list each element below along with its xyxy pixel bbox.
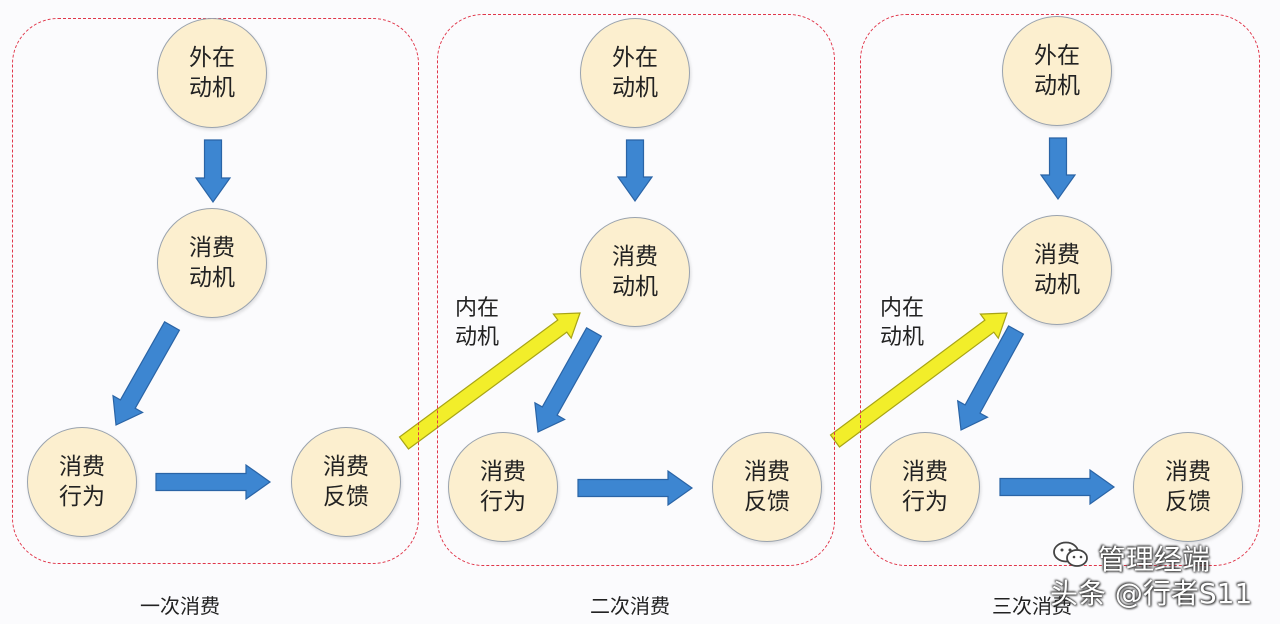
node-consumption-behavior-3: 消费 行为	[870, 432, 980, 542]
arrow-motive-to-behavior-1	[112, 320, 181, 426]
arrow-motive-to-behavior-2	[534, 326, 603, 433]
intrinsic-motive-label-1: 内在 动机	[455, 296, 500, 350]
node-consumption-feedback-1: 消费 反馈	[291, 427, 401, 537]
watermark-handle: 头条 @行者S11	[1050, 577, 1253, 610]
arrow-external-to-motive-3	[1039, 137, 1077, 201]
node-external-motive-2: 外在 动机	[580, 18, 690, 128]
stage-caption-1: 一次消费	[140, 594, 220, 618]
arrow-external-to-motive-1	[194, 139, 232, 204]
arrow-intrinsic-motive-1	[398, 312, 581, 450]
stage-frame-3	[860, 14, 1260, 566]
arrow-behavior-to-feedback-3	[999, 468, 1116, 506]
wechat-logo-icon	[1053, 541, 1088, 567]
arrow-motive-to-behavior-3	[956, 325, 1025, 431]
node-consumption-feedback-2: 消费 反馈	[712, 432, 822, 542]
node-consumption-feedback-3: 消费 反馈	[1133, 432, 1243, 542]
arrow-intrinsic-motive-2	[829, 312, 1008, 448]
node-consumption-motive-1: 消费 动机	[157, 208, 267, 318]
arrow-behavior-to-feedback-2	[577, 469, 694, 507]
watermark-account: 管理经端	[1098, 543, 1211, 576]
stage-frame-2	[437, 14, 835, 566]
arrow-behavior-to-feedback-1	[155, 463, 272, 501]
node-consumption-behavior-2: 消费 行为	[448, 432, 558, 542]
node-consumption-behavior-1: 消费 行为	[27, 427, 137, 537]
node-consumption-motive-3: 消费 动机	[1002, 215, 1112, 325]
stage-caption-3: 三次消费	[992, 594, 1072, 618]
node-external-motive-1: 外在 动机	[157, 18, 267, 128]
node-consumption-motive-2: 消费 动机	[580, 217, 690, 327]
stage-caption-2: 二次消费	[590, 594, 670, 618]
intrinsic-motive-label-2: 内在 动机	[880, 296, 925, 350]
node-external-motive-3: 外在 动机	[1002, 16, 1112, 126]
arrow-external-to-motive-2	[616, 139, 654, 203]
